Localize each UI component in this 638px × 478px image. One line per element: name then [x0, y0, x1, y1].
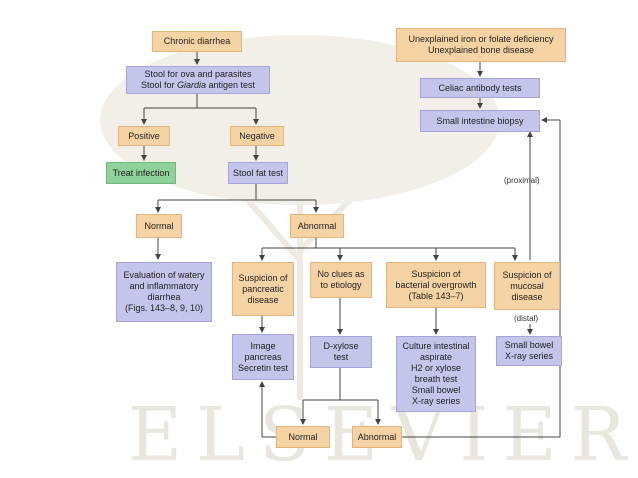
node-text: mucosal [510, 280, 544, 291]
node-text: Suspicion of [238, 272, 288, 283]
node-text: No clues as [317, 269, 365, 279]
node-text: aspirate [419, 352, 453, 362]
node-text: Unexplained iron or folate deficiency [408, 34, 554, 44]
negative-node: Negative [230, 126, 284, 146]
node-text: Small bowel [411, 385, 461, 395]
image-pancreas-node: Image pancreas Secretin test [232, 334, 294, 380]
node-text: test [333, 352, 349, 362]
positive-node: Positive [118, 126, 170, 146]
node-text: Stool for [140, 80, 177, 90]
node-text: disease [511, 291, 543, 302]
node-text: Treat infection [112, 167, 170, 178]
evaluation-node: Evaluation of watery and inflammatory di… [116, 262, 212, 322]
node-text: Suspicion of [502, 269, 552, 280]
node-text: (Table 143–7) [408, 290, 464, 301]
node-text-italic: Giardia [176, 80, 206, 90]
normal-bottom-node: Normal [276, 426, 330, 448]
node-text: Stool fat test [232, 167, 284, 178]
normal-top-node: Normal [136, 214, 182, 238]
node-text: Celiac antibody tests [438, 82, 522, 93]
bacterial-overgrowth-node: Suspicion of bacterial overgrowth (Table… [386, 262, 486, 308]
small-intestine-biopsy-node: Small intestine biopsy [420, 110, 540, 132]
node-text: Culture intestinal [402, 341, 470, 351]
node-text: Small bowel [504, 340, 554, 350]
node-text: Chronic diarrhea [163, 36, 231, 46]
node-text: Evaluation of watery [123, 270, 205, 280]
node-text: Negative [239, 130, 275, 141]
node-text: Suspicion of [411, 268, 461, 279]
treat-infection-node: Treat infection [106, 162, 176, 184]
node-text: X-ray series [504, 351, 553, 361]
abnormal-bottom-node: Abnormal [352, 426, 402, 448]
celiac-antibody-node: Celiac antibody tests [420, 78, 540, 98]
node-text: disease [247, 294, 279, 305]
distal-label: (distal) [514, 314, 539, 323]
node-text: H2 or xylose [410, 363, 462, 373]
node-text: breath test [414, 374, 458, 384]
node-text: Normal [144, 220, 174, 231]
pancreatic-suspicion-node: Suspicion of pancreatic disease [232, 262, 294, 316]
node-text: (Figs. 143–8, 9, 10) [124, 303, 204, 313]
node-text-giardia: Stool for Giardia antigen test [141, 80, 255, 91]
no-clues-node: No clues as to etiology [310, 262, 372, 298]
node-text: Abnormal [357, 431, 397, 442]
node-text: and inflammatory [129, 281, 199, 291]
mucosal-disease-node: Suspicion of mucosal disease [494, 262, 560, 310]
d-xylose-node: D-xylose test [310, 336, 372, 368]
node-text: Abnormal [297, 220, 337, 231]
node-text: Normal [288, 431, 318, 442]
abnormal-top-node: Abnormal [290, 214, 344, 238]
node-text: to etiology [320, 280, 362, 290]
node-text: pancreas [244, 351, 282, 362]
node-text: bacterial overgrowth [395, 279, 477, 290]
small-bowel-xray-node: Small bowel X-ray series [496, 336, 562, 366]
node-text: X-ray series [411, 396, 460, 406]
node-text: Image [250, 340, 276, 351]
node-text: D-xylose [323, 341, 359, 351]
unexplained-deficiency-node: Unexplained iron or folate deficiency Un… [396, 28, 566, 62]
culture-aspirate-node: Culture intestinal aspirate H2 or xylose… [396, 336, 476, 412]
node-text: pancreatic [242, 283, 284, 294]
stool-fat-test-node: Stool fat test [228, 162, 288, 184]
node-text: diarrhea [147, 292, 181, 302]
stool-tests-node: Stool for ova and parasites Stool for Gi… [126, 66, 270, 94]
chronic-diarrhea-node: Chronic diarrhea [152, 31, 242, 52]
node-text: Stool for ova and parasites [144, 69, 252, 79]
node-text: Small intestine biopsy [436, 115, 524, 126]
node-text: antigen test [206, 80, 256, 90]
node-text: Secretin test [237, 362, 289, 373]
node-text: Unexplained bone disease [427, 45, 535, 55]
proximal-label: (proximal) [504, 176, 540, 185]
node-text: Positive [128, 130, 160, 141]
